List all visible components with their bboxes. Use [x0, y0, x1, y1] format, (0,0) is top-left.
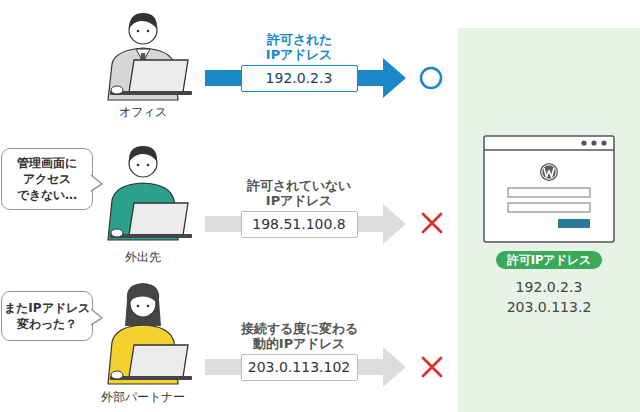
person-label: オフィス — [93, 104, 193, 120]
window-dot — [591, 140, 596, 145]
bubble-tail — [90, 175, 102, 191]
allowlist-heading: 許可IPアドレス — [496, 251, 602, 269]
ip-address-box: 許可された IPアドレス 192.0.2.3 — [232, 32, 366, 92]
ng-stroke — [423, 214, 441, 232]
browser-window — [484, 136, 614, 242]
denied-arrow — [205, 347, 406, 387]
hair — [129, 13, 157, 29]
ip-caption: 許可された IPアドレス — [249, 32, 349, 62]
remote-person — [108, 146, 192, 240]
speech-text: 管理画面に アクセス できない… — [4, 155, 90, 203]
eye — [137, 305, 140, 308]
ip-address-box: 許可されていない IPアドレス 198.51.100.8 — [232, 178, 366, 238]
logo-mark — [544, 168, 554, 177]
bubble-tail — [90, 309, 102, 325]
head — [130, 291, 156, 317]
eye — [147, 30, 150, 33]
eye — [147, 305, 150, 308]
window-frame — [484, 136, 614, 242]
hand — [111, 229, 123, 237]
arrow-head — [383, 58, 406, 98]
partner-person — [108, 283, 192, 384]
wordpress-logo — [540, 163, 558, 181]
laptop — [110, 203, 192, 238]
bangs — [130, 290, 156, 302]
allowlist-panel: 192.0.2.3203.0.113.2 許可IPアドレス — [458, 28, 640, 412]
laptop — [110, 60, 192, 95]
ng-stroke — [423, 358, 441, 376]
speech-bubble: またIPアドレス 変わった？ — [1, 291, 93, 341]
ip-address: 198.51.100.8 — [241, 211, 358, 238]
speech-text: またIPアドレス 変わった？ — [4, 300, 90, 332]
ip-address-box: 接続する度に変わる 動的IPアドレス 203.0.113.102 — [232, 321, 366, 381]
window-dot — [581, 140, 586, 145]
login-button — [558, 219, 590, 228]
ip-caption: 許可されていない IPアドレス — [239, 178, 359, 208]
hair — [129, 146, 157, 162]
ip-address: 192.0.2.3 — [241, 65, 358, 92]
ip-address: 203.0.113.102 — [241, 354, 358, 381]
pill-label: 許可IPアドレス — [496, 251, 602, 269]
office-person — [108, 13, 192, 100]
denied-arrow — [205, 204, 406, 244]
hand — [111, 86, 123, 94]
long-hair — [125, 283, 161, 326]
allowed-ip: 192.0.2.3 — [458, 277, 640, 297]
eye — [137, 30, 140, 33]
bubble-tail — [91, 175, 102, 191]
title-bar — [484, 149, 614, 151]
speech-bubble: 管理画面に アクセス できない… — [1, 148, 93, 210]
ip-caption: 接続する度に変わる 動的IPアドレス — [237, 321, 361, 351]
ng-stroke — [423, 214, 441, 232]
input-field — [508, 188, 590, 197]
logo-ring — [542, 165, 556, 179]
ng-mark — [423, 358, 441, 376]
input-field — [508, 203, 590, 212]
ok-mark — [421, 68, 441, 88]
allowed-ip: 203.0.113.2 — [458, 297, 640, 317]
person-label: 外部パートナー — [83, 389, 203, 405]
arrow-head — [383, 204, 406, 244]
allowed-arrow — [205, 58, 406, 98]
ng-stroke — [423, 358, 441, 376]
eye — [147, 164, 150, 167]
arrow-head — [383, 347, 406, 387]
window-dot — [601, 140, 606, 145]
eye — [137, 164, 140, 167]
person-label: 外出先 — [93, 249, 193, 265]
ng-mark — [423, 214, 441, 232]
bubble-tail — [91, 309, 102, 325]
hand — [111, 371, 123, 379]
laptop — [110, 345, 192, 380]
